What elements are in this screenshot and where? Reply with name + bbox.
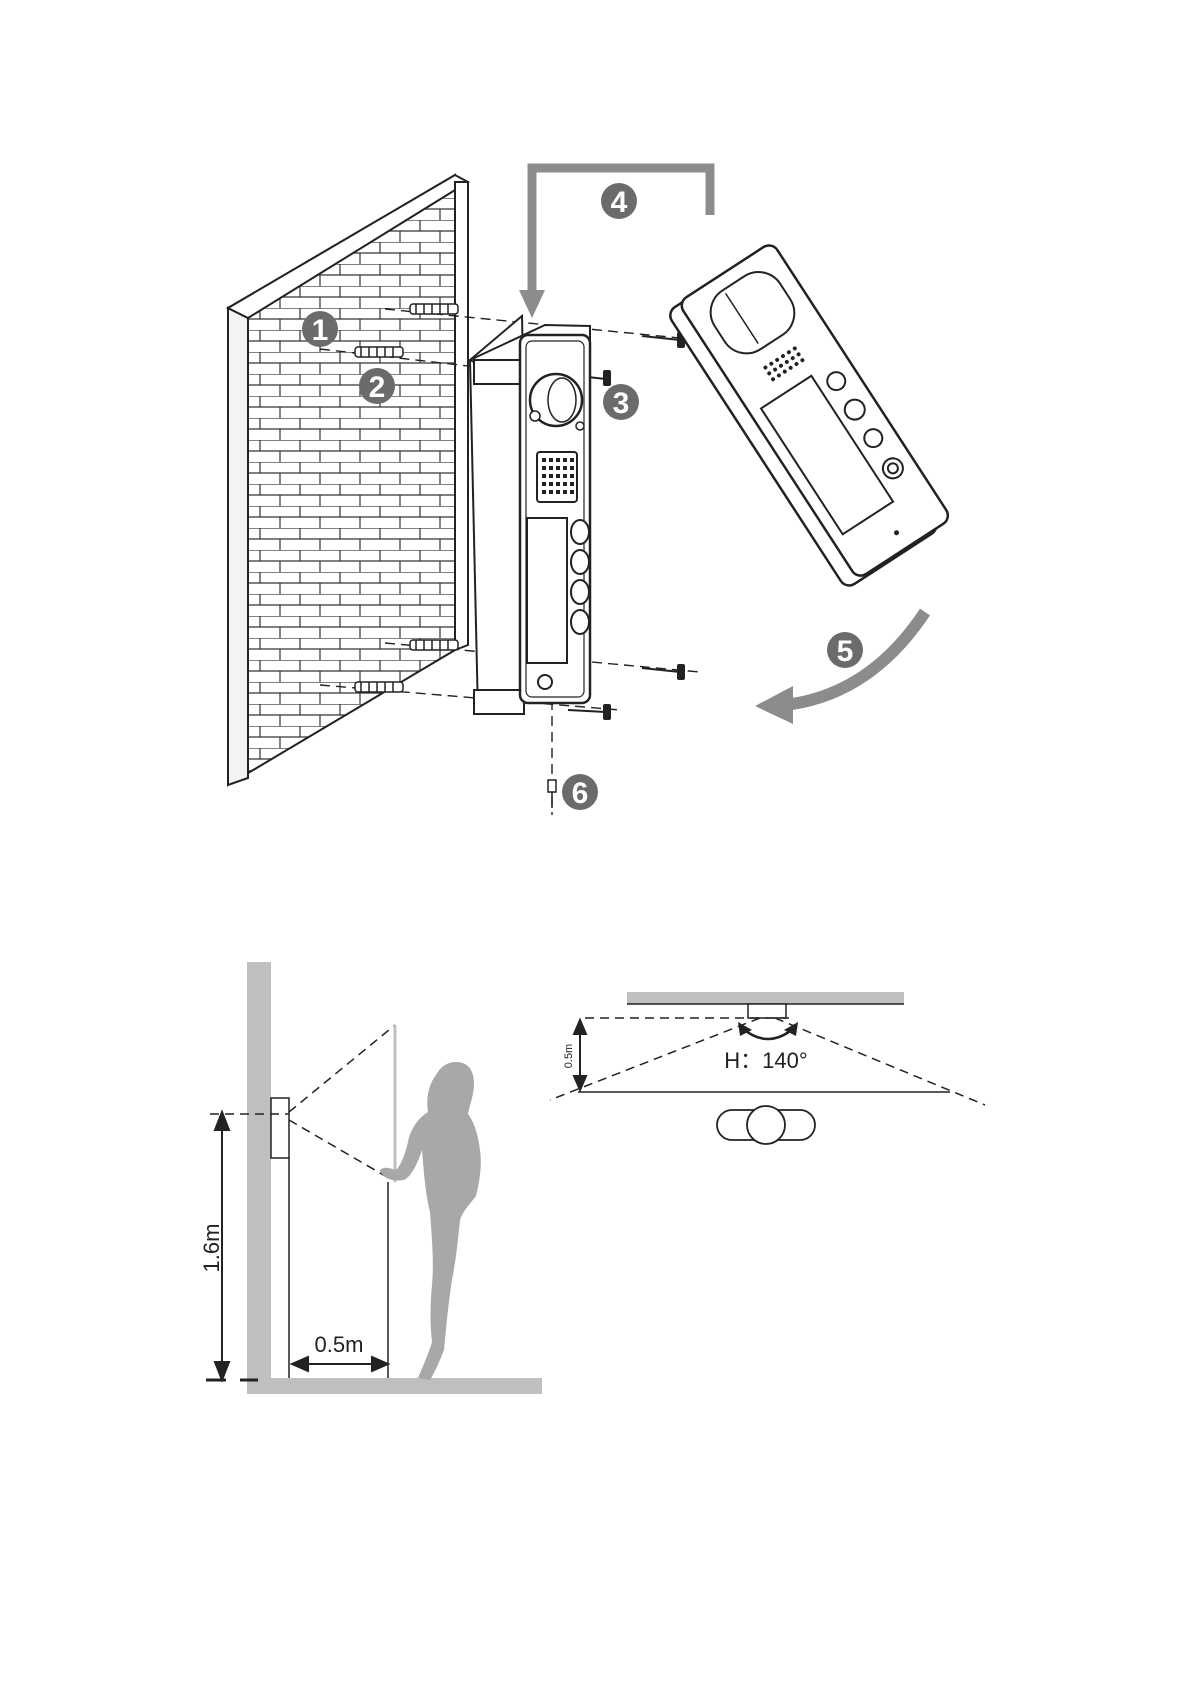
- step-badge-5: 5: [827, 632, 863, 668]
- step-badge-1: 1: [302, 311, 338, 347]
- bottom-screw-hole: [538, 675, 552, 689]
- distance-dimension: [292, 1357, 388, 1371]
- speaker-grille: [537, 452, 577, 502]
- door-station-cover: [665, 242, 952, 590]
- height-label: 1.6m: [199, 1224, 224, 1273]
- door-station-mounted: [520, 335, 590, 703]
- screw-bottom-center: [568, 705, 610, 719]
- wall-anchor-top-right: [410, 304, 458, 314]
- side-view-angle-lines: [210, 1025, 395, 1180]
- angle-label: H：140°: [724, 1048, 807, 1073]
- name-plate: [527, 518, 567, 663]
- side-view-scene: 1.6m 0.5m: [199, 962, 542, 1394]
- distance-label: 0.5m: [315, 1332, 364, 1357]
- gap-label: 0.5m: [563, 1044, 575, 1068]
- bottom-fixing-screw: [548, 780, 556, 808]
- wall-anchor-bottom-right: [410, 640, 458, 650]
- wall-anchor-top-left: [355, 347, 403, 357]
- step-badge-2: 2: [359, 368, 395, 404]
- wall-anchor-bottom-left: [355, 682, 403, 692]
- step-badge-1-label: 1: [312, 314, 329, 347]
- gap-dimension: [574, 1020, 586, 1090]
- step-badge-6-label: 6: [572, 777, 589, 810]
- step-badge-2-label: 2: [369, 371, 386, 404]
- step-badge-4: 4: [601, 183, 637, 219]
- wall-installation-scene: 1 2 3 4 5 6: [228, 168, 953, 815]
- brick-wall: [228, 175, 468, 785]
- step-badge-3-label: 3: [613, 387, 630, 420]
- step-badge-5-label: 5: [837, 635, 854, 668]
- top-view-door-station: [748, 1004, 786, 1018]
- step-badge-4-label: 4: [611, 186, 628, 219]
- top-view-scene: 0.5m H：140°: [550, 992, 985, 1144]
- step-5-arrow-head: [755, 686, 793, 724]
- side-wall: [247, 962, 271, 1390]
- top-view-wall: [627, 992, 904, 1004]
- step-badge-6: 6: [562, 774, 598, 810]
- step-4-arrow-head: [519, 290, 545, 318]
- door-station-top-icon: [717, 1106, 815, 1144]
- side-floor: [247, 1378, 542, 1394]
- step-badge-3: 3: [603, 384, 639, 420]
- side-door-station: [271, 1098, 289, 1158]
